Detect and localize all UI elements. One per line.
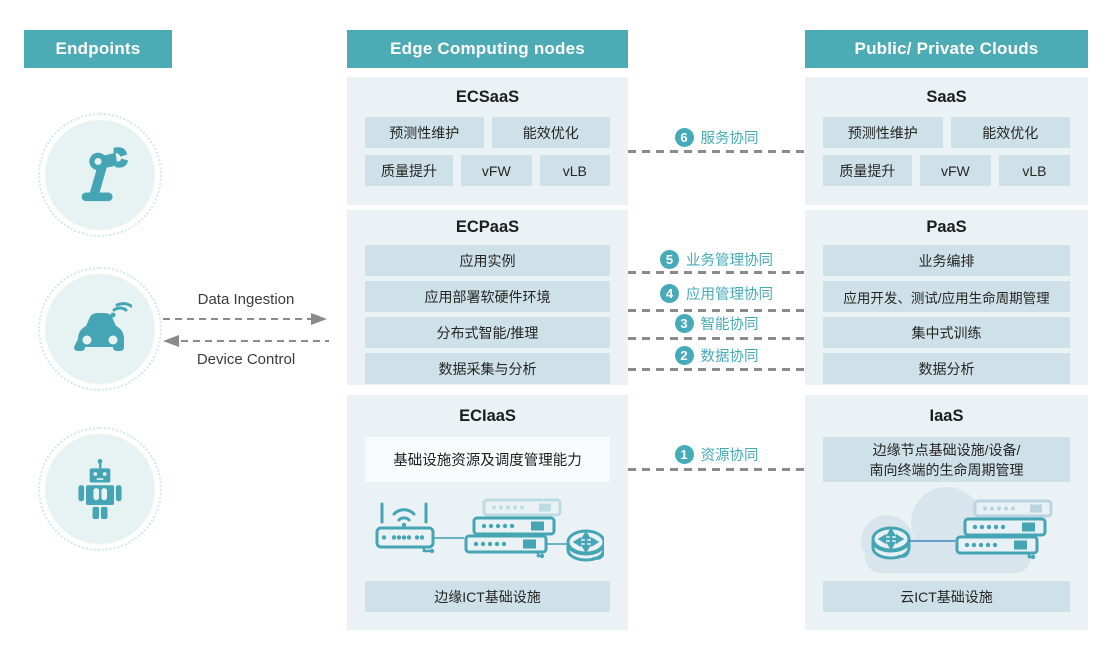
switch-stack-icon [955,499,1052,559]
connector-line-6 [628,150,805,153]
saas-panel: SaaS 预测性维护 能效优化 质量提升 vFW vLB [805,77,1088,205]
endpoint-connected-car [38,267,162,391]
collab-business-mgmt: 5 业务管理协同 [628,248,805,270]
iaas-title: IaaS [929,406,964,425]
clouds-header: Public/ Private Clouds [805,30,1088,68]
ecpaas-row: 应用实例 [365,245,610,276]
ecsaas-cell: 质量提升 [365,155,454,186]
robot-arm-icon [45,120,155,230]
edge-nodes-header-label: Edge Computing nodes [390,39,585,58]
ecpaas-row: 分布式智能/推理 [365,317,610,348]
edge-ict-devices-illustration [365,482,610,581]
collab-intelligence-label: 智能协同 [700,316,759,333]
connector-line-4 [628,309,805,312]
edge-network-icons [375,498,604,561]
collab-data: 2 数据协同 [628,344,805,366]
ecsaas-cell: 预测性维护 [365,117,484,148]
collab-service-label: 服务协同 [700,130,759,147]
collab-app-mgmt: 4 应用管理协同 [628,282,805,304]
ecpaas-row: 数据采集与分析 [365,353,610,384]
ecsaas-cell: vLB [539,155,611,186]
endpoint-robot-arm [38,113,162,237]
eciaas-panel: ECIaaS 基础设施资源及调度管理能力 [347,395,628,630]
cloud-network-icons [860,486,1052,573]
badge-6: 6 [674,127,694,147]
saas-cell: vFW [919,155,991,186]
ecsaas-cell: vFW [461,155,532,186]
saas-cell: 能效优化 [950,117,1070,148]
device-control-arrowhead-icon [163,335,179,347]
endpoint-robot [38,427,162,551]
data-ingestion-label: Data Ingestion [197,291,295,308]
badge-5: 5 [660,249,679,269]
ecpaas-panel: ECPaaS 应用实例 应用部署软硬件环境 分布式智能/推理 数据采集与分析 [347,210,628,385]
eciaas-capability: 基础设施资源及调度管理能力 [365,437,610,482]
data-ingestion-arrow-line [163,318,311,320]
iaas-panel: IaaS 边缘节点基础设施/设备/ 南向终端的生命周期管理 [805,395,1088,630]
paas-title: PaaS [926,218,967,236]
endpoints-header-label: Endpoints [55,39,141,58]
collab-intelligence: 3 智能协同 [628,312,805,334]
connected-car-icon [45,274,155,384]
iaas-infra-label: 云ICT基础设施 [823,581,1070,612]
device-control-arrow-line [181,340,329,342]
connector-line-2 [628,368,805,371]
connector-line-1 [628,468,805,471]
badge-1: 1 [674,444,694,464]
paas-row: 应用开发、测试/应用生命周期管理 [823,281,1070,312]
eciaas-title: ECIaaS [459,406,516,425]
badge-4: 4 [660,283,679,303]
collab-resource: 1 资源协同 [628,443,805,465]
collab-data-label: 数据协同 [700,348,759,365]
edge-nodes-header: Edge Computing nodes [347,30,628,68]
connector-line-3 [628,337,805,340]
saas-cell: 预测性维护 [823,117,943,148]
ecsaas-panel: ECSaaS 预测性维护 能效优化 质量提升 vFW vLB [347,77,628,205]
cloud-ict-illustration [823,482,1070,581]
paas-row: 集中式训练 [823,317,1070,348]
iaas-capability-line1: 边缘节点基础设施/设备/ [872,441,1021,458]
iaas-capability-line2: 南向终端的生命周期管理 [869,461,1024,478]
saas-title: SaaS [926,87,967,106]
saas-cell: vLB [998,155,1070,186]
paas-row: 数据分析 [823,353,1070,384]
ecpaas-row: 应用部署软硬件环境 [365,281,610,312]
robot-icon [45,434,155,544]
switch-stack-icon [464,498,561,558]
connector-line-5 [628,271,805,274]
clouds-header-label: Public/ Private Clouds [854,39,1039,58]
data-ingestion-arrowhead-icon [311,313,327,325]
eciaas-infra-label: 边缘ICT基础设施 [365,581,610,612]
saas-cell: 质量提升 [823,155,912,186]
collab-business-mgmt-label: 业务管理协同 [686,252,773,269]
paas-row: 业务编排 [823,245,1070,276]
collab-resource-label: 资源协同 [700,447,759,464]
iaas-capability: 边缘节点基础设施/设备/ 南向终端的生命周期管理 [823,437,1070,482]
ecsaas-title: ECSaaS [455,87,520,106]
endpoints-header: Endpoints [24,30,172,68]
device-control-label: Device Control [196,351,296,368]
ecpaas-title: ECPaaS [455,218,520,236]
paas-panel: PaaS 业务编排 应用开发、测试/应用生命周期管理 集中式训练 数据分析 [805,210,1088,385]
badge-3: 3 [674,313,694,333]
badge-2: 2 [674,345,694,365]
ecsaas-cell: 能效优化 [491,117,610,148]
collab-app-mgmt-label: 应用管理协同 [686,286,773,303]
collab-service: 6 服务协同 [628,126,805,148]
wifi-access-point-icon [375,502,434,552]
